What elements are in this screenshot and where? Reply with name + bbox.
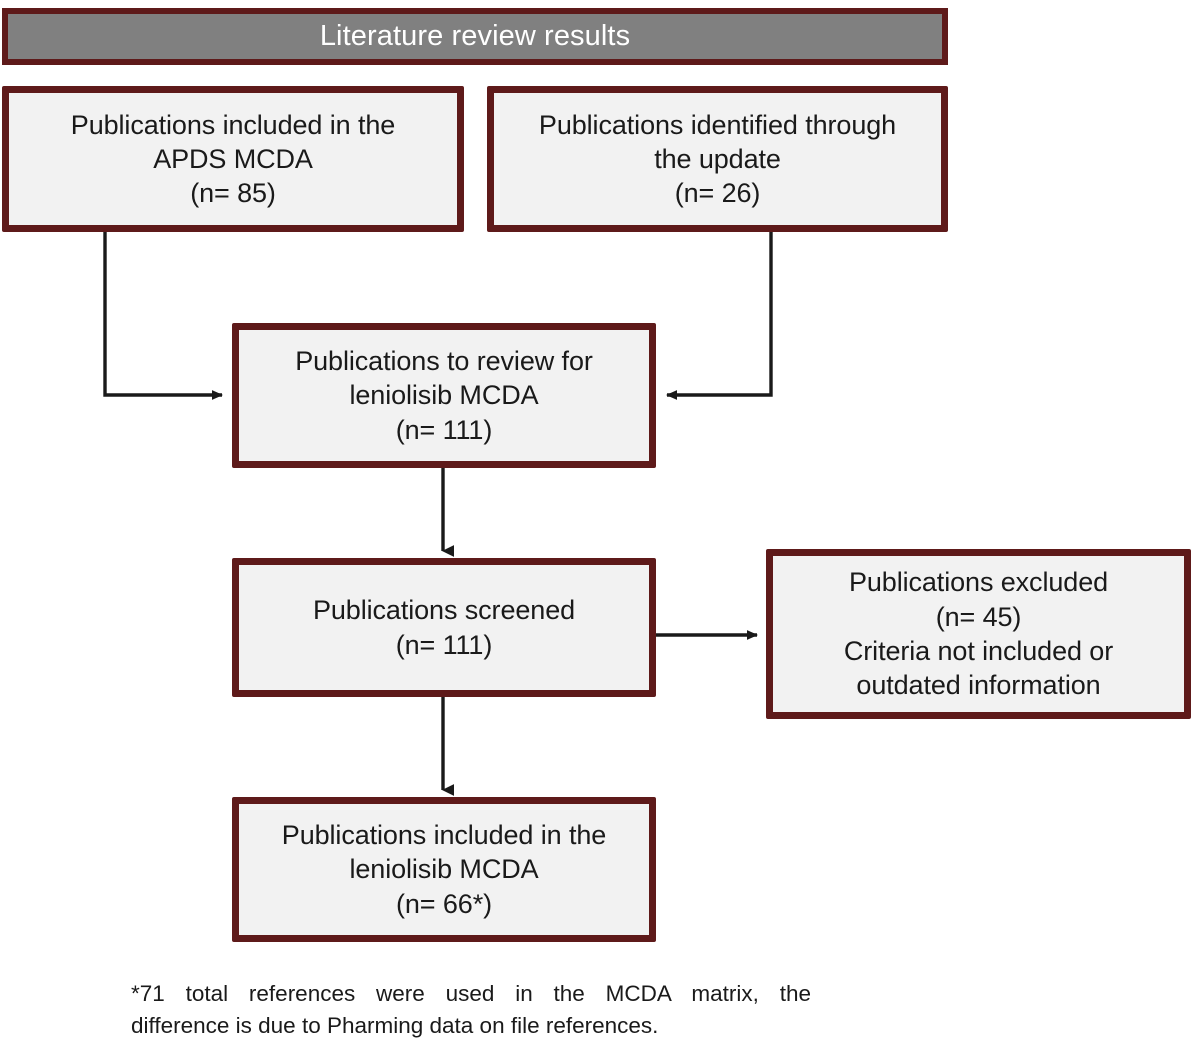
footnote-line-2: difference is due to Pharming data on fi…: [131, 1012, 659, 1038]
connector-apds-to-toreview: [103, 232, 223, 400]
node-apds-line-2: APDS MCDA: [153, 143, 313, 174]
footnote: *71 total references were used in the MC…: [131, 978, 811, 1042]
node-screened-line-1: Publications screened: [312, 595, 576, 626]
connector-update-to-toreview: [666, 232, 773, 400]
footnote-line-1: *71 total references were used in the MC…: [131, 981, 811, 1006]
node-publications-excluded: Publications excluded (n= 45) Criteria n…: [766, 549, 1191, 719]
node-publications-included-leniolisib: Publications included in the leniolisib …: [232, 797, 656, 942]
node-final-line-1: Publications included in the: [281, 820, 607, 851]
node-excluded-count: (n= 45): [935, 601, 1022, 632]
node-publications-identified-update: Publications identified through the upda…: [487, 86, 948, 232]
node-final-count: (n= 66*): [395, 888, 492, 919]
node-publications-included-apds: Publications included in the APDS MCDA (…: [2, 86, 464, 232]
node-publications-to-review: Publications to review for leniolisib MC…: [232, 323, 656, 468]
diagram-title: Literature review results: [319, 20, 631, 52]
node-final-line-2: leniolisib MCDA: [349, 854, 539, 885]
node-toreview-line-2: leniolisib MCDA: [349, 380, 539, 411]
node-update-count: (n= 26): [674, 178, 761, 209]
node-apds-count: (n= 85): [190, 178, 276, 209]
node-excluded-line-3: Criteria not included or: [843, 636, 1114, 666]
node-toreview-count: (n= 111): [395, 414, 493, 445]
node-apds-line-1: Publications included in the: [70, 109, 396, 140]
node-update-line-1: Publications identified through: [538, 109, 897, 140]
node-update-line-2: the update: [654, 143, 781, 174]
node-screened-count: (n= 111): [395, 629, 493, 660]
diagram-title-banner: Literature review results: [2, 8, 948, 65]
node-excluded-line-4: outdated information: [856, 670, 1101, 701]
node-toreview-line-1: Publications to review for: [295, 346, 593, 377]
node-excluded-line-1: Publications excluded: [848, 567, 1109, 598]
node-publications-screened: Publications screened (n= 111): [232, 558, 656, 697]
